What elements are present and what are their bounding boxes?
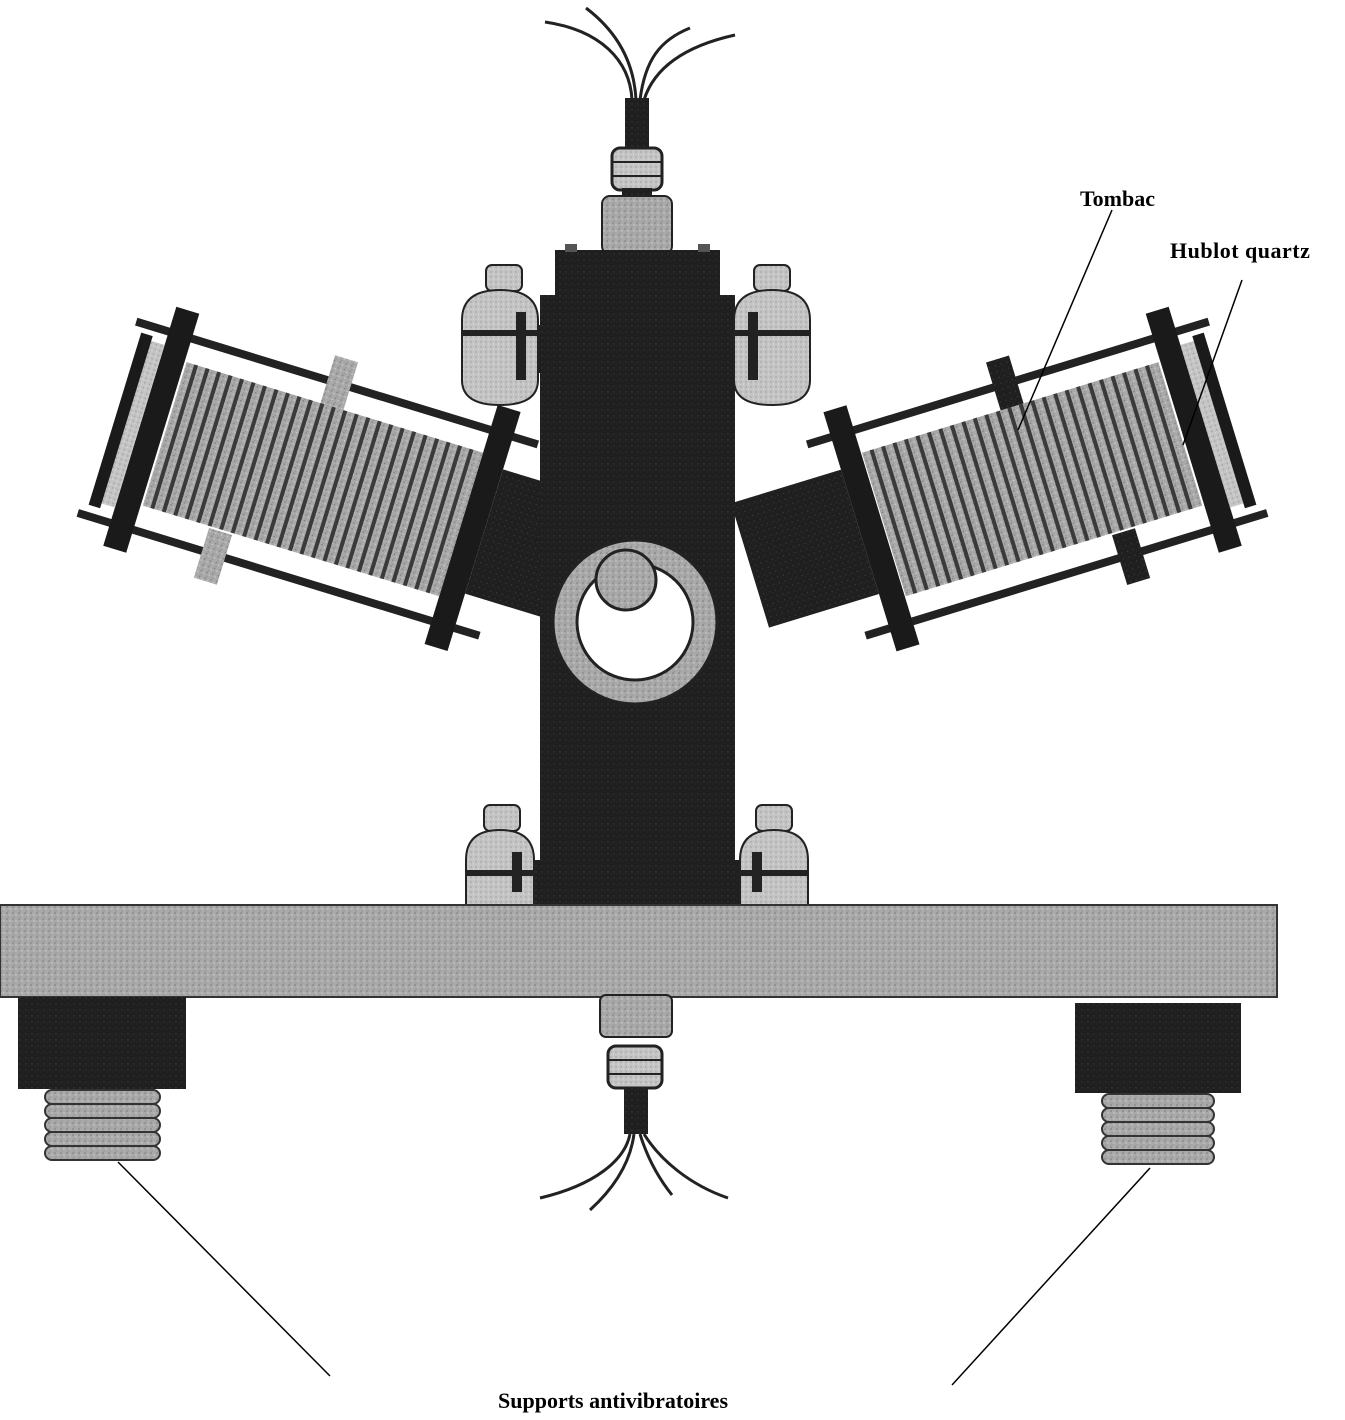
leader-supports-left bbox=[117, 1161, 331, 1377]
chamber-upper-flange bbox=[522, 325, 754, 373]
top-collar bbox=[622, 188, 652, 198]
top-cable-sleeve bbox=[625, 98, 649, 150]
central-port-target bbox=[594, 548, 658, 612]
right-foot-spring bbox=[1101, 1093, 1215, 1165]
leader-lines bbox=[117, 209, 1243, 1386]
bottom-nut bbox=[606, 1044, 664, 1090]
bottom-cables bbox=[539, 1133, 729, 1212]
top-cables bbox=[544, 6, 736, 101]
clamp-lower-left bbox=[465, 804, 535, 907]
bottom-cable-sleeve bbox=[624, 1088, 648, 1134]
leader-supports-right bbox=[951, 1167, 1151, 1386]
chamber-lower-flange bbox=[518, 860, 758, 905]
top-feedthrough bbox=[601, 195, 673, 255]
left-foot-block bbox=[18, 997, 186, 1089]
leader-hublot bbox=[1182, 279, 1243, 446]
top-nut bbox=[610, 146, 664, 192]
clamp-upper-left bbox=[461, 264, 539, 407]
clamp-upper-right bbox=[733, 264, 811, 407]
left-foot-spring bbox=[44, 1089, 161, 1161]
right-foot-block bbox=[1075, 1003, 1241, 1093]
bottom-feedthrough bbox=[599, 994, 673, 1038]
label-hublot-quartz: Hublot quartz bbox=[1170, 238, 1311, 263]
base-plate bbox=[0, 904, 1278, 998]
right-arm bbox=[731, 306, 1269, 652]
clamp-lower-right bbox=[739, 804, 809, 907]
chamber-top-cap bbox=[555, 250, 720, 298]
leader-tombac bbox=[1017, 209, 1113, 431]
label-supports-antivibratoires: Supports antivibratoires bbox=[498, 1388, 729, 1413]
label-tombac: Tombac bbox=[1080, 186, 1155, 211]
